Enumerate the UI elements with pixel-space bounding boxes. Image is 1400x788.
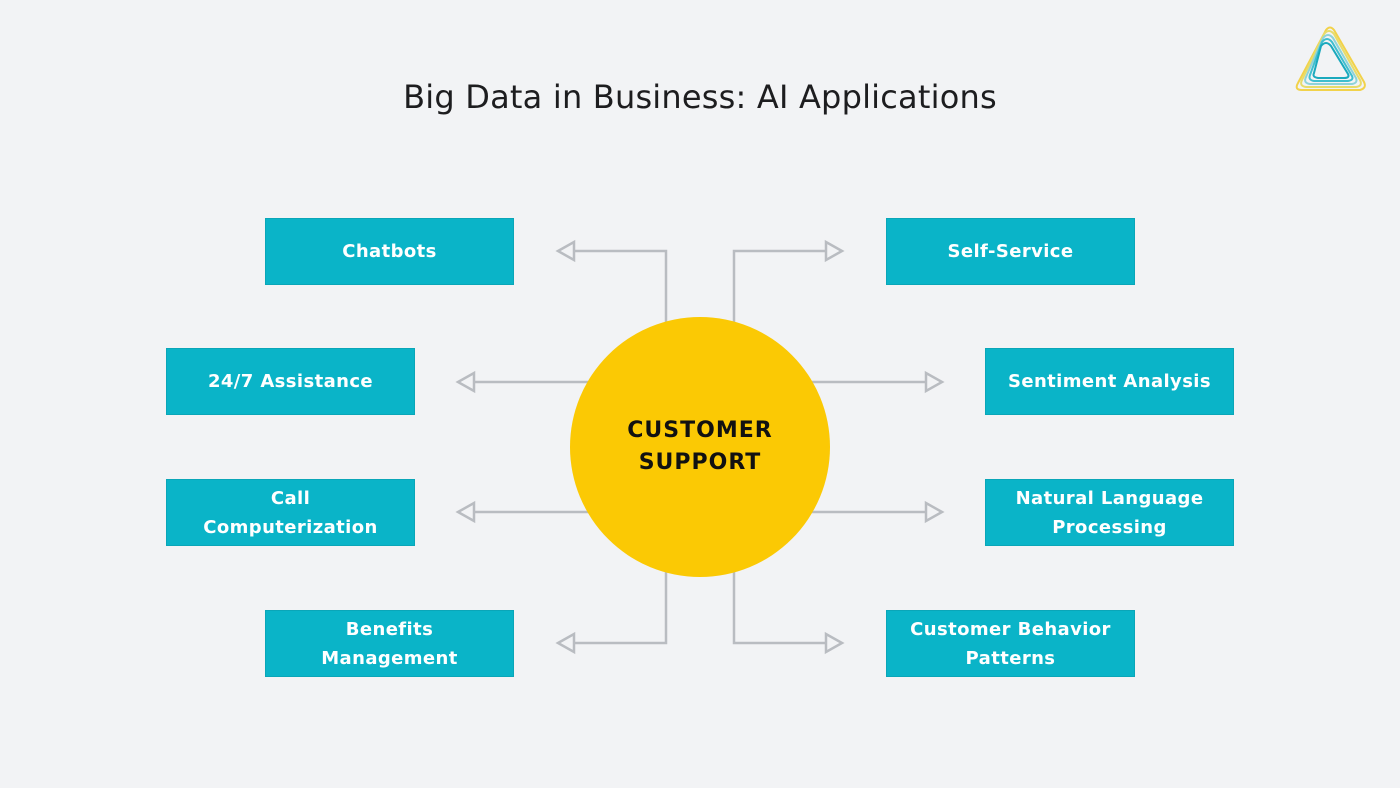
arrowhead-self-service: [824, 239, 845, 263]
arrowhead-nlp: [924, 500, 945, 524]
node-chatbots: Chatbots: [265, 218, 514, 285]
arrowhead-assistance: [455, 370, 476, 394]
page-title: Big Data in Business: AI Applications: [403, 78, 997, 116]
node-nlp: Natural Language Processing: [985, 479, 1234, 546]
connector-behavior: [732, 572, 826, 645]
node-self-service: Self-Service: [886, 218, 1135, 285]
node-label-sentiment-analysis: Sentiment Analysis: [1007, 371, 1211, 392]
node-assistance: 24/7 Assistance: [166, 348, 415, 415]
node-behavior-patterns: Customer Behavior Patterns: [886, 610, 1135, 677]
node-label-chatbots: Chatbots: [342, 241, 437, 262]
node-label-nlp: Natural Language Processing: [1015, 487, 1204, 538]
arrowhead-chatbots: [555, 239, 576, 263]
center-label: CUSTOMER SUPPORT: [627, 418, 773, 475]
arrowhead-sentiment: [924, 370, 945, 394]
node-benefits-management: Benefits Management: [265, 610, 514, 677]
node-label-call-computerization: Call Computerization: [203, 487, 378, 538]
node-label-benefits-management: Benefits Management: [321, 618, 458, 669]
node-label-self-service: Self-Service: [947, 241, 1074, 262]
arrowhead-benefits: [555, 631, 576, 655]
node-sentiment-analysis: Sentiment Analysis: [985, 348, 1234, 415]
node-label-assistance: 24/7 Assistance: [207, 371, 374, 392]
connector-chatbots: [574, 249, 668, 322]
arrowhead-behavior: [824, 631, 845, 655]
arrowhead-call: [455, 500, 476, 524]
connector-benefits: [574, 572, 668, 645]
center-circle: CUSTOMER SUPPORT: [570, 317, 830, 577]
connector-self-service: [732, 249, 826, 322]
layered-triangle-logo-icon: [1295, 26, 1366, 91]
node-label-behavior-patterns: Customer Behavior Patterns: [910, 618, 1111, 669]
node-call-computerization: Call Computerization: [166, 479, 415, 546]
